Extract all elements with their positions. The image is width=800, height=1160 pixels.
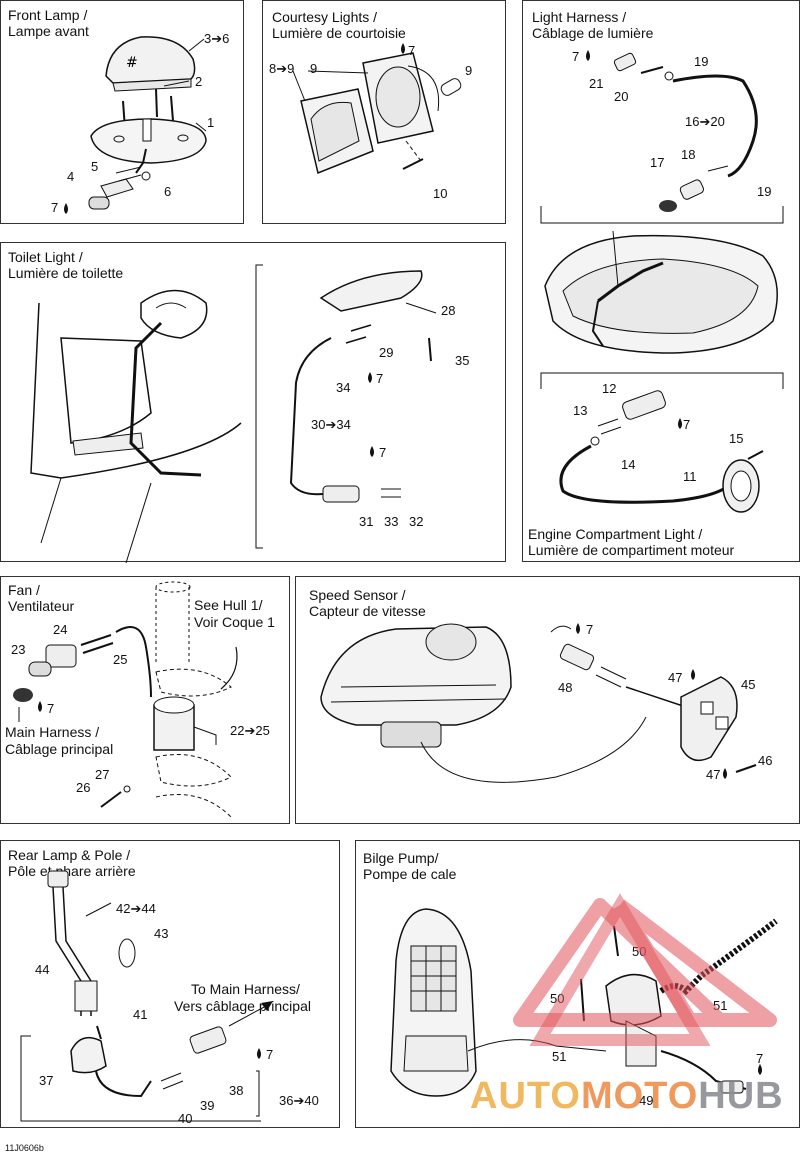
callout-49: 49: [639, 1093, 654, 1108]
front-lamp-title: Front Lamp / Lampe avant: [8, 7, 89, 39]
callout-1: 1: [207, 115, 215, 130]
callout-31: 31: [359, 514, 374, 529]
callout-29: 29: [379, 345, 394, 360]
callout-13: 13: [573, 403, 588, 418]
main-harness-note-en: Main Harness /: [5, 724, 100, 740]
fan-drawing: [13, 581, 238, 818]
callout-28: 28: [441, 303, 456, 318]
callout-7-lower: 7: [379, 445, 387, 460]
speed-sensor-drawing: [320, 623, 757, 783]
callout-7: 7: [51, 200, 59, 215]
fan-panel: Fan / Ventilateur See Hull 1/ Voir Coque…: [0, 576, 290, 824]
toilet-light-title: Toilet Light / Lumière de toilette: [8, 249, 124, 281]
callout-32: 32: [409, 514, 424, 529]
engine-light-title: Engine Compartment Light / Lumière de co…: [528, 526, 735, 558]
toilet-light-drawing: [30, 264, 437, 564]
callout-9-bulb: 9: [465, 63, 473, 78]
callout-36-40: 36➔40: [279, 1093, 319, 1108]
callout-6: 6: [164, 184, 172, 199]
callout-35: 35: [455, 353, 470, 368]
callout-17: 17: [650, 155, 665, 170]
front-lamp-drawing: #: [88, 36, 207, 210]
callout-48: 48: [558, 680, 573, 695]
callout-46: 46: [758, 753, 773, 768]
rear-lamp-drawing: [20, 870, 273, 1122]
callout-26: 26: [76, 780, 91, 795]
rear-lamp-title: Rear Lamp & Pole / Pôle et phare arrière: [8, 847, 136, 879]
callout-34: 34: [336, 380, 351, 395]
callout-4: 4: [67, 169, 75, 184]
callout-45: 45: [741, 677, 756, 692]
fan-title: Fan / Ventilateur: [8, 582, 75, 614]
callout-41: 41: [133, 1007, 148, 1022]
callout-12: 12: [602, 381, 617, 396]
callout-25: 25: [113, 652, 128, 667]
rear-lamp-panel: Rear Lamp & Pole / Pôle et phare arrière…: [0, 840, 340, 1128]
callout-18: 18: [681, 147, 696, 162]
callout-7: 7: [47, 701, 55, 716]
callout-44: 44: [35, 962, 50, 977]
light-harness-title: Light Harness / Câblage de lumière: [532, 9, 654, 41]
light-harness-drawing: [540, 52, 784, 513]
callout-7: 7: [266, 1047, 274, 1062]
callout-7-engine: 7: [683, 417, 691, 432]
callout-7: 7: [408, 43, 416, 58]
callout-19-bottom: 19: [757, 184, 772, 199]
callout-3-6: 3➔6: [204, 31, 230, 46]
svg-text:#: #: [126, 55, 138, 71]
front-lamp-panel: Front Lamp / Lampe avant # 3➔6 2 1: [0, 0, 244, 224]
callout-7: 7: [756, 1051, 764, 1066]
callout-42-44: 42➔44: [116, 901, 156, 916]
watermark-text: AUTOMOTOHUB: [470, 1075, 784, 1117]
courtesy-lights-panel: Courtesy Lights / Lumière de courtoisie …: [262, 0, 506, 224]
callout-27: 27: [95, 767, 110, 782]
callout-15: 15: [729, 431, 744, 446]
callout-33: 33: [384, 514, 399, 529]
document-code: 11J0606b: [5, 1143, 44, 1153]
callout-9-frame: 9: [310, 61, 318, 76]
to-main-harness-en: To Main Harness/: [191, 981, 300, 997]
callout-40: 40: [178, 1111, 193, 1126]
bilge-pump-title: Bilge Pump/ Pompe de cale: [363, 850, 457, 882]
callout-21: 21: [589, 76, 604, 91]
speed-sensor-panel: Speed Sensor / Capteur de vitesse 7 48 4…: [295, 576, 800, 824]
speed-sensor-title: Speed Sensor / Capteur de vitesse: [309, 587, 426, 619]
courtesy-lights-title: Courtesy Lights / Lumière de courtoisie: [272, 9, 406, 41]
callout-22-25: 22➔25: [230, 723, 270, 738]
callout-7-upper: 7: [376, 371, 384, 386]
see-hull-note-en: See Hull 1/: [194, 597, 263, 613]
callout-7: 7: [586, 622, 594, 637]
callout-43: 43: [154, 926, 169, 941]
main-harness-note-fr: Câblage principal: [5, 741, 114, 757]
toilet-light-panel: Toilet Light / Lumière de toilette 28 29…: [0, 242, 506, 564]
callout-30-34: 30➔34: [311, 417, 351, 432]
to-main-harness-fr: Vers câblage principal: [174, 998, 311, 1014]
callout-14: 14: [621, 457, 636, 472]
callout-23: 23: [11, 642, 26, 657]
callout-8-9: 8➔9: [269, 61, 295, 76]
callout-5: 5: [91, 159, 99, 174]
callout-10: 10: [433, 186, 448, 201]
see-hull-note-fr: Voir Coque 1: [194, 614, 275, 630]
callout-24: 24: [53, 622, 68, 637]
callout-7: 7: [572, 49, 580, 64]
callout-51-left: 51: [552, 1049, 567, 1064]
light-harness-panel: Light Harness / Câblage de lumière: [522, 0, 800, 562]
callout-39: 39: [200, 1098, 215, 1113]
callout-2: 2: [195, 74, 203, 89]
callout-38: 38: [229, 1083, 244, 1098]
callout-37: 37: [39, 1073, 54, 1088]
callout-47-lower: 47: [706, 767, 721, 782]
callout-11: 11: [683, 469, 697, 484]
callout-16-20: 16➔20: [685, 114, 725, 129]
callout-47-upper: 47: [668, 670, 683, 685]
callout-19-top: 19: [694, 54, 709, 69]
callout-20: 20: [614, 89, 629, 104]
courtesy-lights-drawing: [292, 52, 462, 175]
